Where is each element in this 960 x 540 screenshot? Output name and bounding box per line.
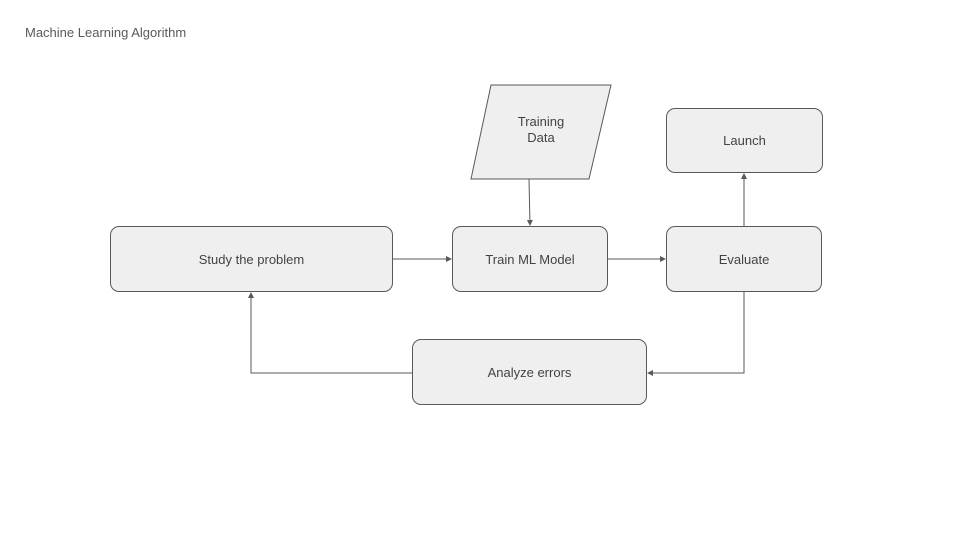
node-analyze-errors[interactable]: Analyze errors: [412, 339, 647, 405]
arrow-analyze-to-study: [248, 292, 412, 374]
node-launch[interactable]: Launch: [666, 108, 823, 173]
diagram-title: Machine Learning Algorithm: [25, 25, 187, 40]
arrow-data-to-train: [526, 178, 533, 226]
arrow-evaluate-to-analyze: [647, 292, 745, 376]
parallelogram-shape: [470, 84, 612, 180]
node-train-ml-model[interactable]: Train ML Model: [452, 226, 608, 292]
node-study-the-problem[interactable]: Study the problem: [110, 226, 393, 292]
node-training-data[interactable]: Training Data: [470, 84, 612, 180]
training-data-label: Training Data: [517, 114, 565, 145]
node-evaluate[interactable]: Evaluate: [666, 226, 822, 292]
